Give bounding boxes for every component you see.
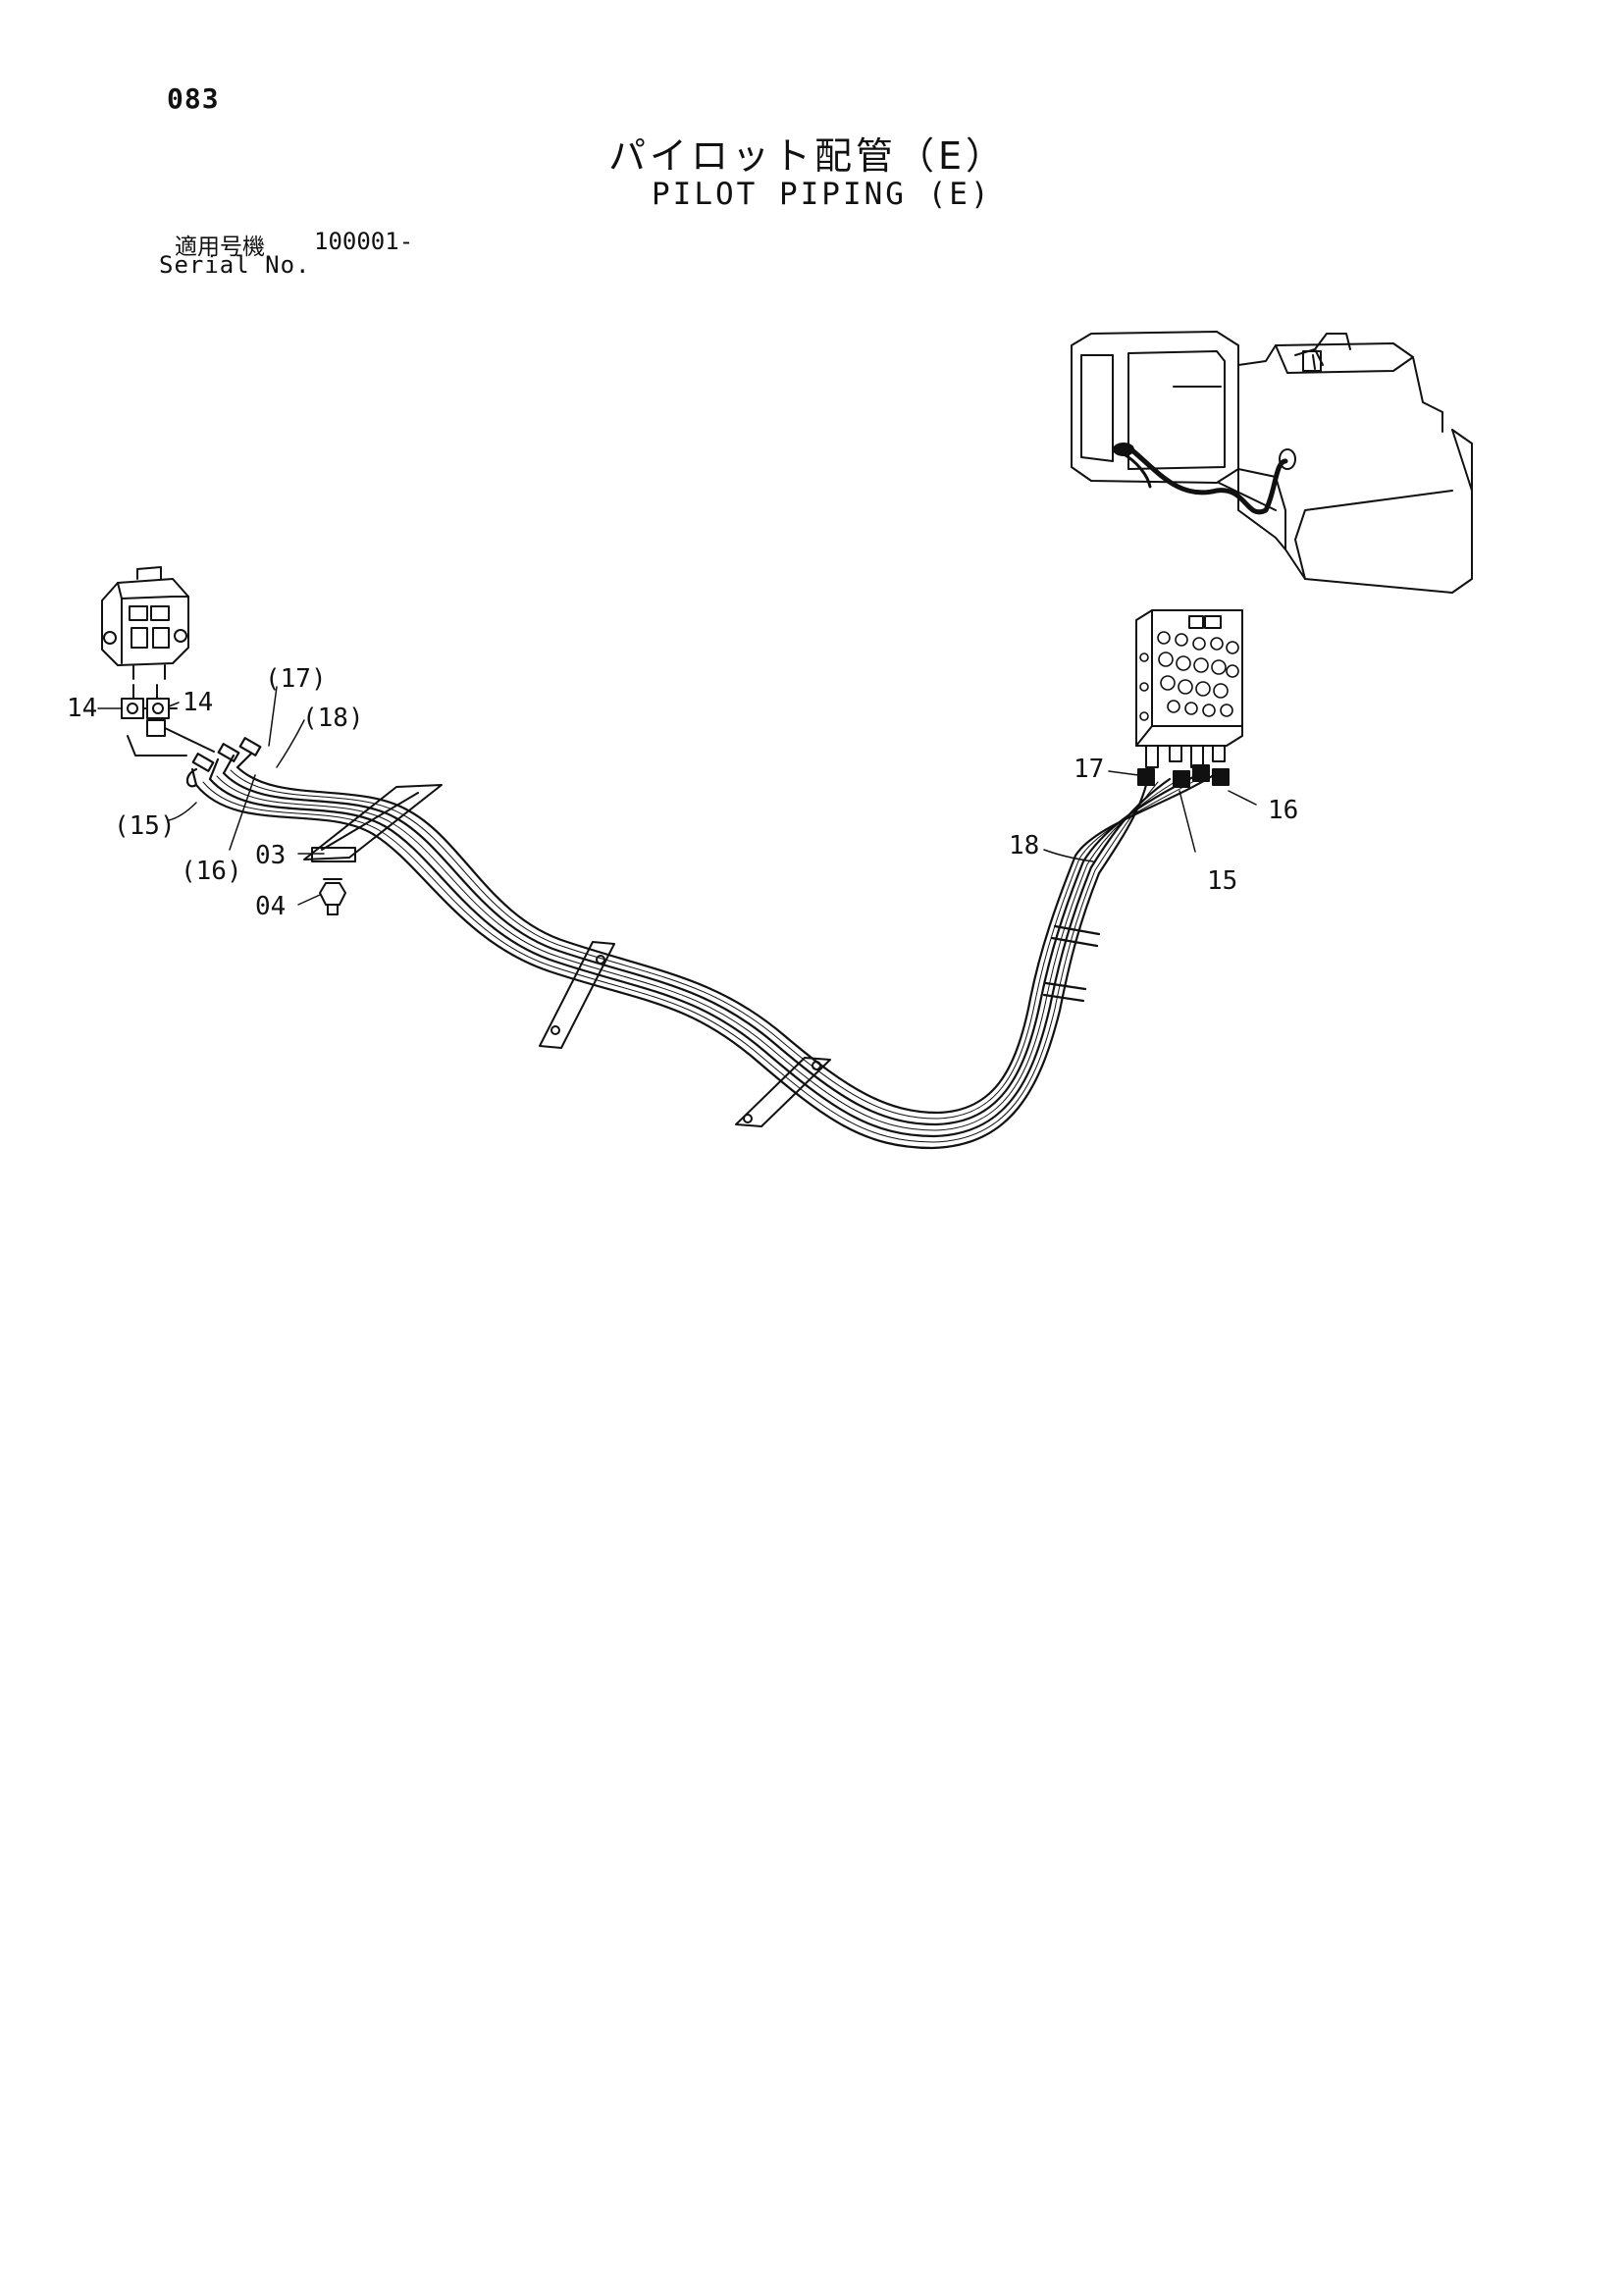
bolt-04	[319, 878, 346, 915]
serial-label-english: Serial No.	[159, 251, 311, 279]
serial-label-japanese: 適用号機	[175, 235, 265, 260]
callout-18-left: (18)	[302, 704, 364, 733]
callout-14-left: 14	[67, 694, 97, 723]
callout-17-left: (17)	[265, 664, 327, 694]
callout-18-right: 18	[1009, 831, 1039, 861]
page-number: 083	[167, 82, 220, 115]
callout-15-left: (15)	[114, 811, 176, 841]
clamp-plate-middle-2	[735, 1057, 831, 1127]
clamp-plate-middle-1	[539, 941, 615, 1049]
callout-04: 04	[255, 892, 286, 921]
callout-17-right: 17	[1074, 755, 1104, 784]
callout-14-right: 14	[183, 688, 213, 717]
callout-leader-lines	[97, 686, 1257, 906]
pilot-valve-assembly-left	[101, 566, 215, 756]
page-title-japanese: パイロット配管（E）	[608, 134, 1008, 178]
pilot-hose-bundle	[185, 737, 1219, 1150]
callout-03: 03	[255, 841, 286, 870]
page-title-english: PILOT PIPING (E)	[652, 177, 992, 212]
serial-number-range: 100001-	[314, 228, 414, 255]
clamp-plate-03	[303, 784, 443, 862]
callout-16-left: (16)	[181, 857, 242, 886]
callout-15-right: 15	[1207, 866, 1237, 896]
excavator-overview-illustration	[1071, 331, 1473, 594]
control-valve-right	[1135, 609, 1243, 788]
callout-16-right: 16	[1268, 796, 1298, 825]
